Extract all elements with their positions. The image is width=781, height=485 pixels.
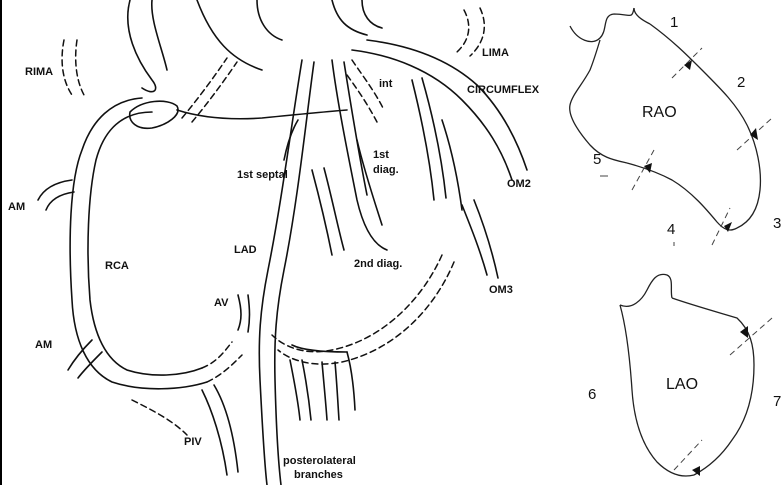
label-circumflex: CIRCUMFLEX xyxy=(467,84,540,96)
lao-segment-6: 6 xyxy=(588,386,596,403)
label-rca: RCA xyxy=(105,260,129,272)
label-av: AV xyxy=(214,297,229,309)
rao-ventricle xyxy=(570,8,772,246)
rao-arrow-3 xyxy=(724,222,732,232)
label-rima: RIMA xyxy=(25,66,53,78)
label-am-bottom: AM xyxy=(35,339,52,351)
lao-divider-lower xyxy=(674,440,702,470)
label-posterolateral-line2: branches xyxy=(294,469,343,481)
rao-divider-1-2 xyxy=(672,48,702,78)
lao-segment-7: 7 xyxy=(773,393,781,410)
rao-segment-5: 5 xyxy=(593,151,601,168)
rao-segment-2: 2 xyxy=(737,74,745,91)
label-posterolateral-line1: posterolateral xyxy=(283,455,356,467)
label-lima: LIMA xyxy=(482,47,509,59)
lao-arrow-upper xyxy=(740,326,748,338)
label-1st-diag-line2: diag. xyxy=(373,164,399,176)
rao-segment-4: 4 xyxy=(667,221,675,238)
label-piv: PIV xyxy=(184,436,202,448)
label-am-top: AM xyxy=(8,201,25,213)
lao-title: LAO xyxy=(666,376,698,393)
coronary-tree xyxy=(38,0,527,485)
rao-title: RAO xyxy=(642,104,677,121)
rao-arrow-2 xyxy=(750,128,758,140)
label-1st-diag-line1: 1st xyxy=(373,149,389,161)
label-1st-septal: 1st septal xyxy=(237,169,288,181)
rao-segment-3: 3 xyxy=(773,215,781,232)
lao-divider-upper xyxy=(730,318,772,355)
rao-segment-1: 1 xyxy=(670,14,678,31)
label-2nd-diag: 2nd diag. xyxy=(354,258,402,270)
label-om2: OM2 xyxy=(507,178,531,190)
label-om3: OM3 xyxy=(489,284,513,296)
label-lad: LAD xyxy=(234,244,257,256)
label-int: int xyxy=(379,78,393,90)
